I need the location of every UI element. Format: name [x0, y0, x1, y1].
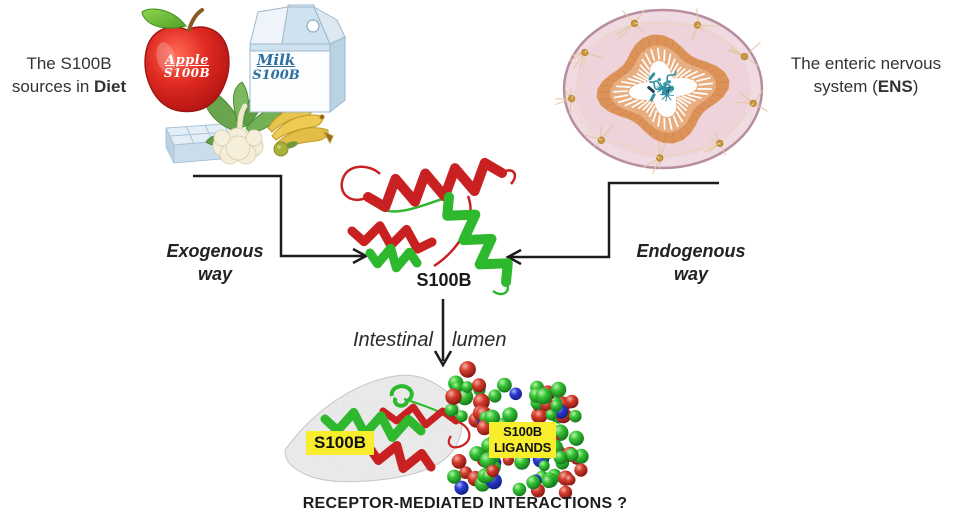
s100b-ribbon-structure: [340, 157, 517, 296]
ligands-label: S100B LIGANDS: [489, 422, 557, 458]
apple-icon: [141, 8, 230, 113]
intestinal-label: Intestinal: [352, 329, 433, 351]
diet-caption: The S100B sources in Diet: [11, 54, 127, 96]
s100b-surface-complex: [284, 374, 471, 483]
diet-caption-line1: The S100B: [26, 54, 112, 73]
cauliflower-icon: [204, 81, 283, 165]
milk-label: Milk S100B: [252, 51, 300, 84]
lumen-down-arrow: [433, 299, 453, 368]
diet-caption-bold: Diet: [94, 77, 127, 96]
exogenous-way-label: Exogenous way: [166, 241, 264, 284]
center-protein-label: S100B: [416, 270, 472, 290]
ens-caption: The enteric nervous system (ENS): [790, 54, 942, 96]
milk-carton-icon: [249, 4, 346, 114]
lumen-label: lumen: [452, 329, 507, 351]
endogenous-way-label: Endogenous way: [636, 241, 746, 284]
olive-icon: [273, 141, 298, 157]
ens-caption-bold: ENS: [877, 77, 913, 96]
apple-label: Apple S100B: [163, 53, 211, 80]
gut-cross-section-icon: [554, 8, 768, 175]
endogenous-arrow: [505, 181, 719, 266]
surface-protein-label: S100B: [306, 431, 374, 455]
exogenous-arrow: [193, 174, 369, 265]
footer-caption: RECEPTOR-MEDIATED INTERACTIONS ?: [302, 495, 628, 512]
